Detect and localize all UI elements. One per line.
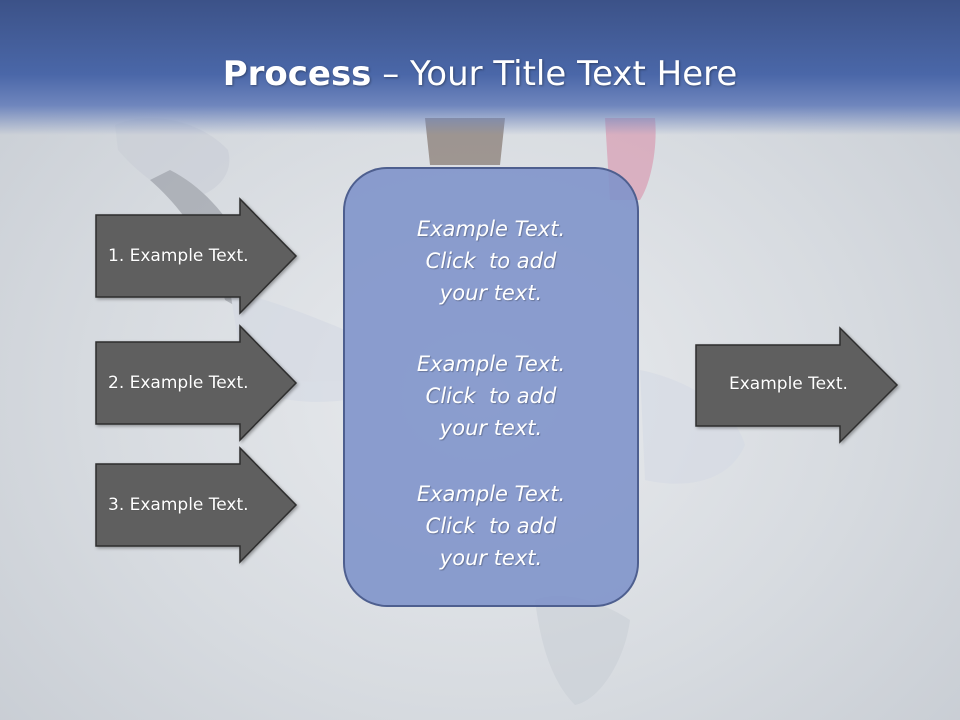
center-content-box[interactable]: Example Text. Click to add your text. Ex… (343, 167, 639, 607)
arrow-1-label: 1. Example Text. (108, 246, 249, 266)
arrow-1[interactable] (95, 197, 298, 315)
arrow-2-label: 2. Example Text. (108, 373, 249, 393)
center-text-block-1[interactable]: Example Text. Click to add your text. (345, 213, 637, 309)
page-title[interactable]: Process – Your Title Text Here (0, 52, 960, 96)
arrow-3-label: 3. Example Text. (108, 495, 249, 515)
center-text-block-3[interactable]: Example Text. Click to add your text. (345, 478, 637, 574)
center-text-line: Click to add (425, 514, 557, 538)
arrow-output[interactable] (695, 326, 899, 444)
center-text-line: Example Text. (416, 482, 566, 506)
center-text-line: your text. (439, 281, 543, 305)
center-text-line: Example Text. (416, 217, 566, 241)
center-text-block-2[interactable]: Example Text. Click to add your text. (345, 348, 637, 444)
center-text-line: your text. (439, 416, 543, 440)
center-text-line: your text. (439, 546, 543, 570)
center-text-line: Click to add (425, 384, 557, 408)
arrow-2[interactable] (95, 324, 298, 442)
arrow-3[interactable] (95, 446, 298, 564)
title-bold: Process (222, 54, 372, 94)
dancer-shoe-left (115, 118, 230, 200)
dancer-shoe-right (535, 596, 630, 705)
center-text-line: Click to add (425, 249, 557, 273)
title-bar (0, 0, 960, 135)
center-text-line: Example Text. (416, 352, 566, 376)
dancer-pants-right (640, 370, 745, 484)
arrow-output-label: Example Text. (729, 374, 848, 394)
title-rest: – Your Title Text Here (371, 54, 738, 94)
